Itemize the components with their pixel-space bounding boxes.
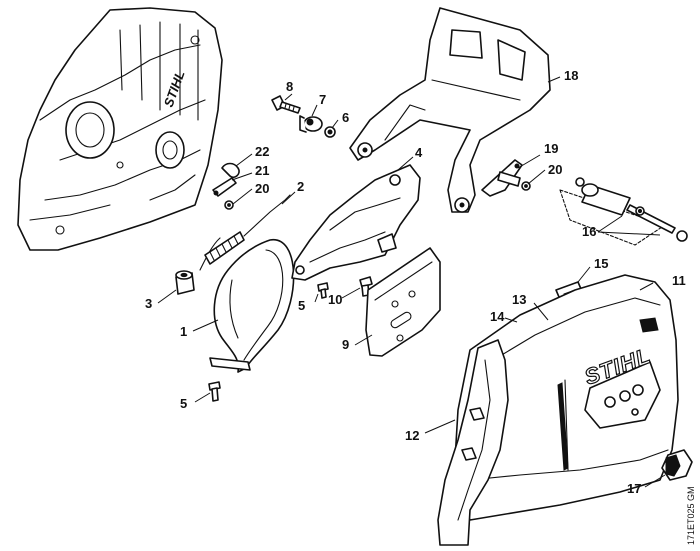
sleeve-7 [299, 115, 323, 133]
hand-guard [349, 7, 551, 213]
callout-1: 1 [180, 324, 187, 339]
callout-9: 9 [342, 337, 349, 352]
callout-7: 7 [319, 92, 326, 107]
callout-13: 13 [512, 292, 526, 307]
brake-cover-4 [291, 164, 421, 281]
screw-8 [271, 95, 301, 114]
callout-22: 22 [255, 144, 269, 159]
callout-19: 19 [544, 141, 558, 156]
nut-6 [324, 126, 336, 138]
callout-15: 15 [594, 256, 608, 271]
spring-22 [221, 162, 240, 179]
callout-20b: 20 [548, 162, 562, 177]
callout-2: 2 [297, 179, 304, 194]
guide-assembly-16 [559, 177, 688, 246]
drawing-code: 171ET025 GM [686, 486, 696, 545]
callout-8: 8 [286, 79, 293, 94]
guide-plate-9 [365, 247, 441, 357]
callout-20a: 20 [255, 181, 269, 196]
sprocket-cover-11: STIHL [454, 274, 679, 521]
callout-5a: 5 [298, 298, 305, 313]
callout-14: 14 [490, 309, 505, 324]
callout-4: 4 [415, 145, 423, 160]
spring-2 [199, 194, 291, 271]
nut-17 [661, 449, 693, 481]
screw-5-lower [208, 381, 221, 402]
crankcase-housing: STIHL [17, 7, 223, 251]
callout-10: 10 [328, 292, 342, 307]
callout-labels: 1 2 3 4 5 5 5 6 7 8 9 10 11 12 13 14 15 … [145, 68, 686, 496]
callout-21: 21 [255, 163, 269, 178]
callout-3: 3 [145, 296, 152, 311]
washer-20a [224, 200, 234, 210]
screw-5-middle [317, 282, 329, 299]
callout-12: 12 [405, 428, 419, 443]
callout-18: 18 [564, 68, 578, 83]
pin-21 [212, 177, 237, 197]
callout-11: 11 [672, 273, 686, 288]
lever-19 [481, 159, 523, 197]
leader-lines [157, 76, 666, 488]
callout-16: 16 [582, 224, 596, 239]
callout-6: 6 [342, 110, 349, 125]
side-piece-12 [437, 339, 509, 546]
callout-17: 17 [627, 481, 641, 496]
bushing-3 [175, 270, 195, 295]
callout-5b: 5 [180, 396, 187, 411]
brake-band-1 [209, 239, 295, 373]
